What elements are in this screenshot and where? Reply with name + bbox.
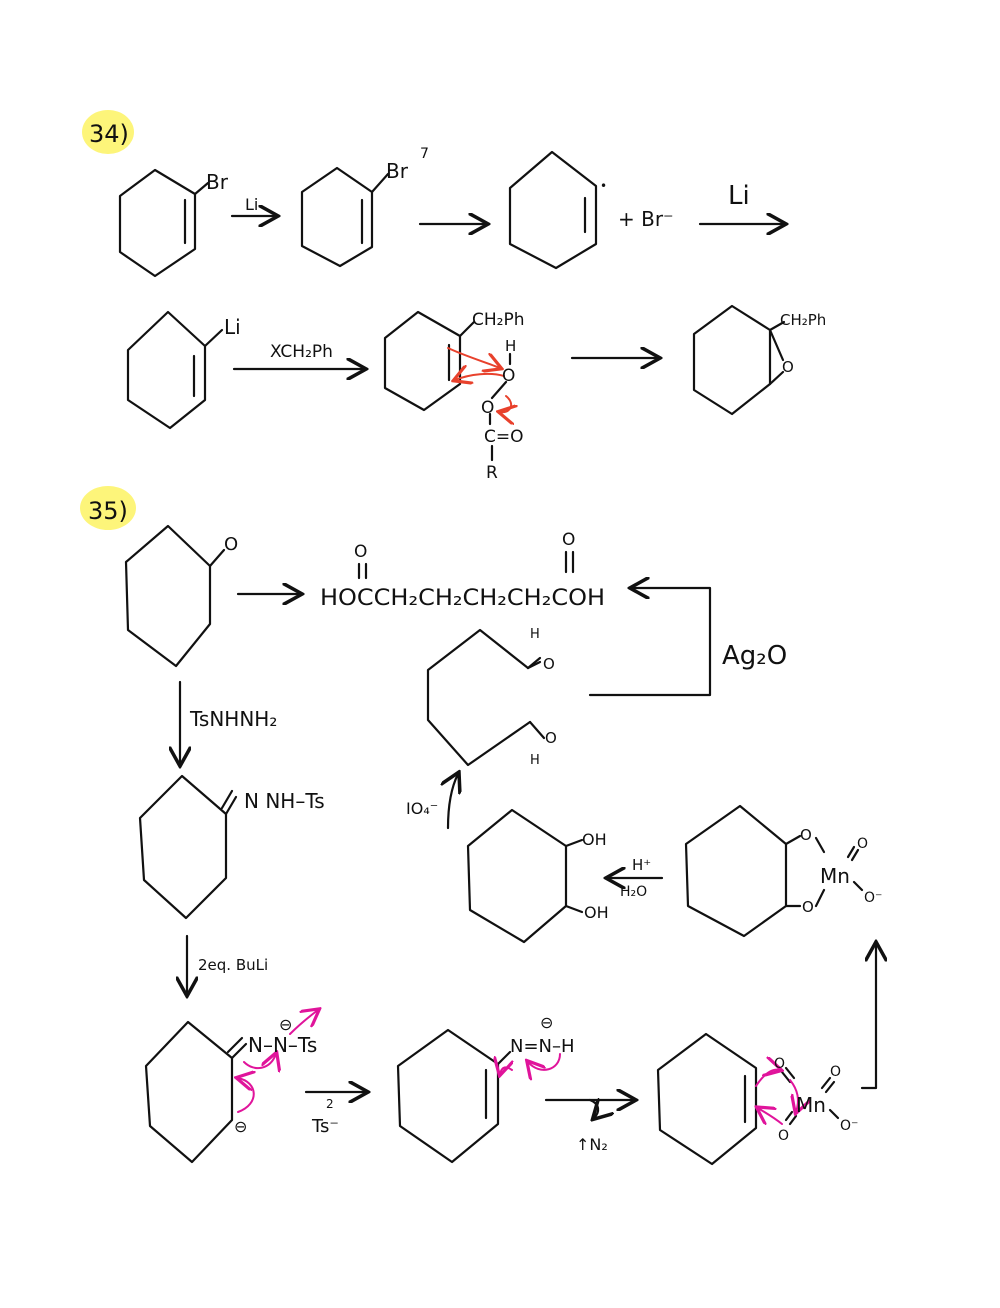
vinyl-radical (508, 150, 598, 270)
mno4-o3: O (830, 1064, 841, 1080)
dialdehyde (426, 628, 546, 767)
plus-bromide: + Br⁻ (618, 207, 674, 231)
minus-ts-sub: 2 (326, 1097, 334, 1111)
dianion-negative-ring: ⊖ (234, 1117, 247, 1136)
peracid-o1: O (502, 366, 515, 386)
cyclohexanone (124, 524, 226, 668)
acid-h2o: H₂O (620, 884, 647, 900)
hydrazone-label: N NH–Ts (244, 789, 325, 813)
mn-ester-ominus: O⁻ (864, 890, 882, 906)
radical-anion (300, 166, 390, 268)
vinyl-li-label: Li (224, 315, 241, 339)
aldehyde-h2: H (530, 753, 540, 768)
mno4-ominus: O⁻ (840, 1118, 858, 1134)
peracid-carbonyl: C=O (484, 427, 524, 447)
arrow-ag2o (588, 588, 712, 697)
acid-h: H⁺ (632, 856, 651, 874)
mn-ester-o3: O (857, 836, 868, 852)
cis-diol (466, 808, 584, 944)
diacid-o-right: O (562, 530, 575, 550)
epoxide-product (692, 304, 786, 416)
arrow-periodate (448, 774, 458, 830)
problem-34-highlight (82, 110, 134, 154)
peracid-ch2ph: CH₂Ph (472, 310, 525, 330)
dianion-negative-top: ⊖ (279, 1015, 292, 1034)
ag2o-label: Ag₂O (722, 641, 787, 671)
mno4-o1: O (774, 1056, 785, 1072)
radical-dot: • (600, 179, 607, 193)
epoxide-o: O (782, 358, 794, 376)
ketone-o: O (224, 534, 238, 555)
mn-ester-o2: O (802, 898, 814, 916)
vinyl-diazene (396, 1028, 561, 1164)
aldehyde-o1: O (543, 655, 555, 673)
diol-oh-bottom: OH (584, 903, 609, 922)
arrow-to-mn-ester (860, 944, 876, 1090)
bromocyclohexene (118, 168, 210, 278)
minus-ts: Ts⁻ (311, 1116, 339, 1137)
alkene-permanganate (656, 1032, 840, 1166)
problem-35-number: 35) (88, 497, 128, 525)
vinyl-lithium (126, 310, 224, 430)
dianion-group: N–N–Ts (248, 1033, 317, 1057)
buli-label: 2eq. BuLi (198, 956, 268, 974)
dianion (144, 1010, 318, 1164)
manganate-ester (684, 804, 864, 938)
arrow-n2-branch (588, 1100, 598, 1118)
radical-anion-charge: 7̄ (420, 146, 429, 162)
mn-ester-mn: Mn (820, 864, 850, 888)
bromo-label: Br (206, 170, 229, 194)
alkene-peracid (383, 310, 511, 462)
diol-oh-top: OH (582, 830, 607, 849)
aldehyde-o2: O (545, 729, 557, 747)
periodate-label: IO₄⁻ (406, 799, 438, 818)
minus-n2: ↑N₂ (576, 1135, 608, 1154)
reagent-li-1: Li (245, 195, 258, 214)
diazene-label: N=N–H (510, 1036, 575, 1057)
diacid-o-left: O (354, 542, 367, 562)
reagent-xch2ph: XCH₂Ph (270, 342, 333, 362)
peracid-r: R (486, 463, 498, 483)
peracid-h: H (505, 337, 516, 355)
mn-ester-o1: O (800, 826, 812, 844)
tosylhydrazone (138, 774, 238, 920)
peracid-o2: O (481, 398, 494, 418)
reagent-li-2: Li (728, 181, 750, 211)
diacid-formula: HOCCH₂CH₂CH₂CH₂COH (320, 586, 605, 611)
epoxide-ch2ph: CH₂Ph (780, 311, 826, 329)
mno4-o2: O (778, 1128, 789, 1144)
problem-35-highlight (80, 486, 136, 530)
problem-34-number: 34) (89, 120, 129, 148)
aldehyde-h1: H (530, 627, 540, 642)
tsnhnh2-label: TsNHNH₂ (189, 707, 277, 731)
mno4-mn: Mn (796, 1093, 826, 1117)
radical-anion-br: Br (386, 159, 409, 183)
diazene-negative: ⊖ (540, 1013, 553, 1032)
